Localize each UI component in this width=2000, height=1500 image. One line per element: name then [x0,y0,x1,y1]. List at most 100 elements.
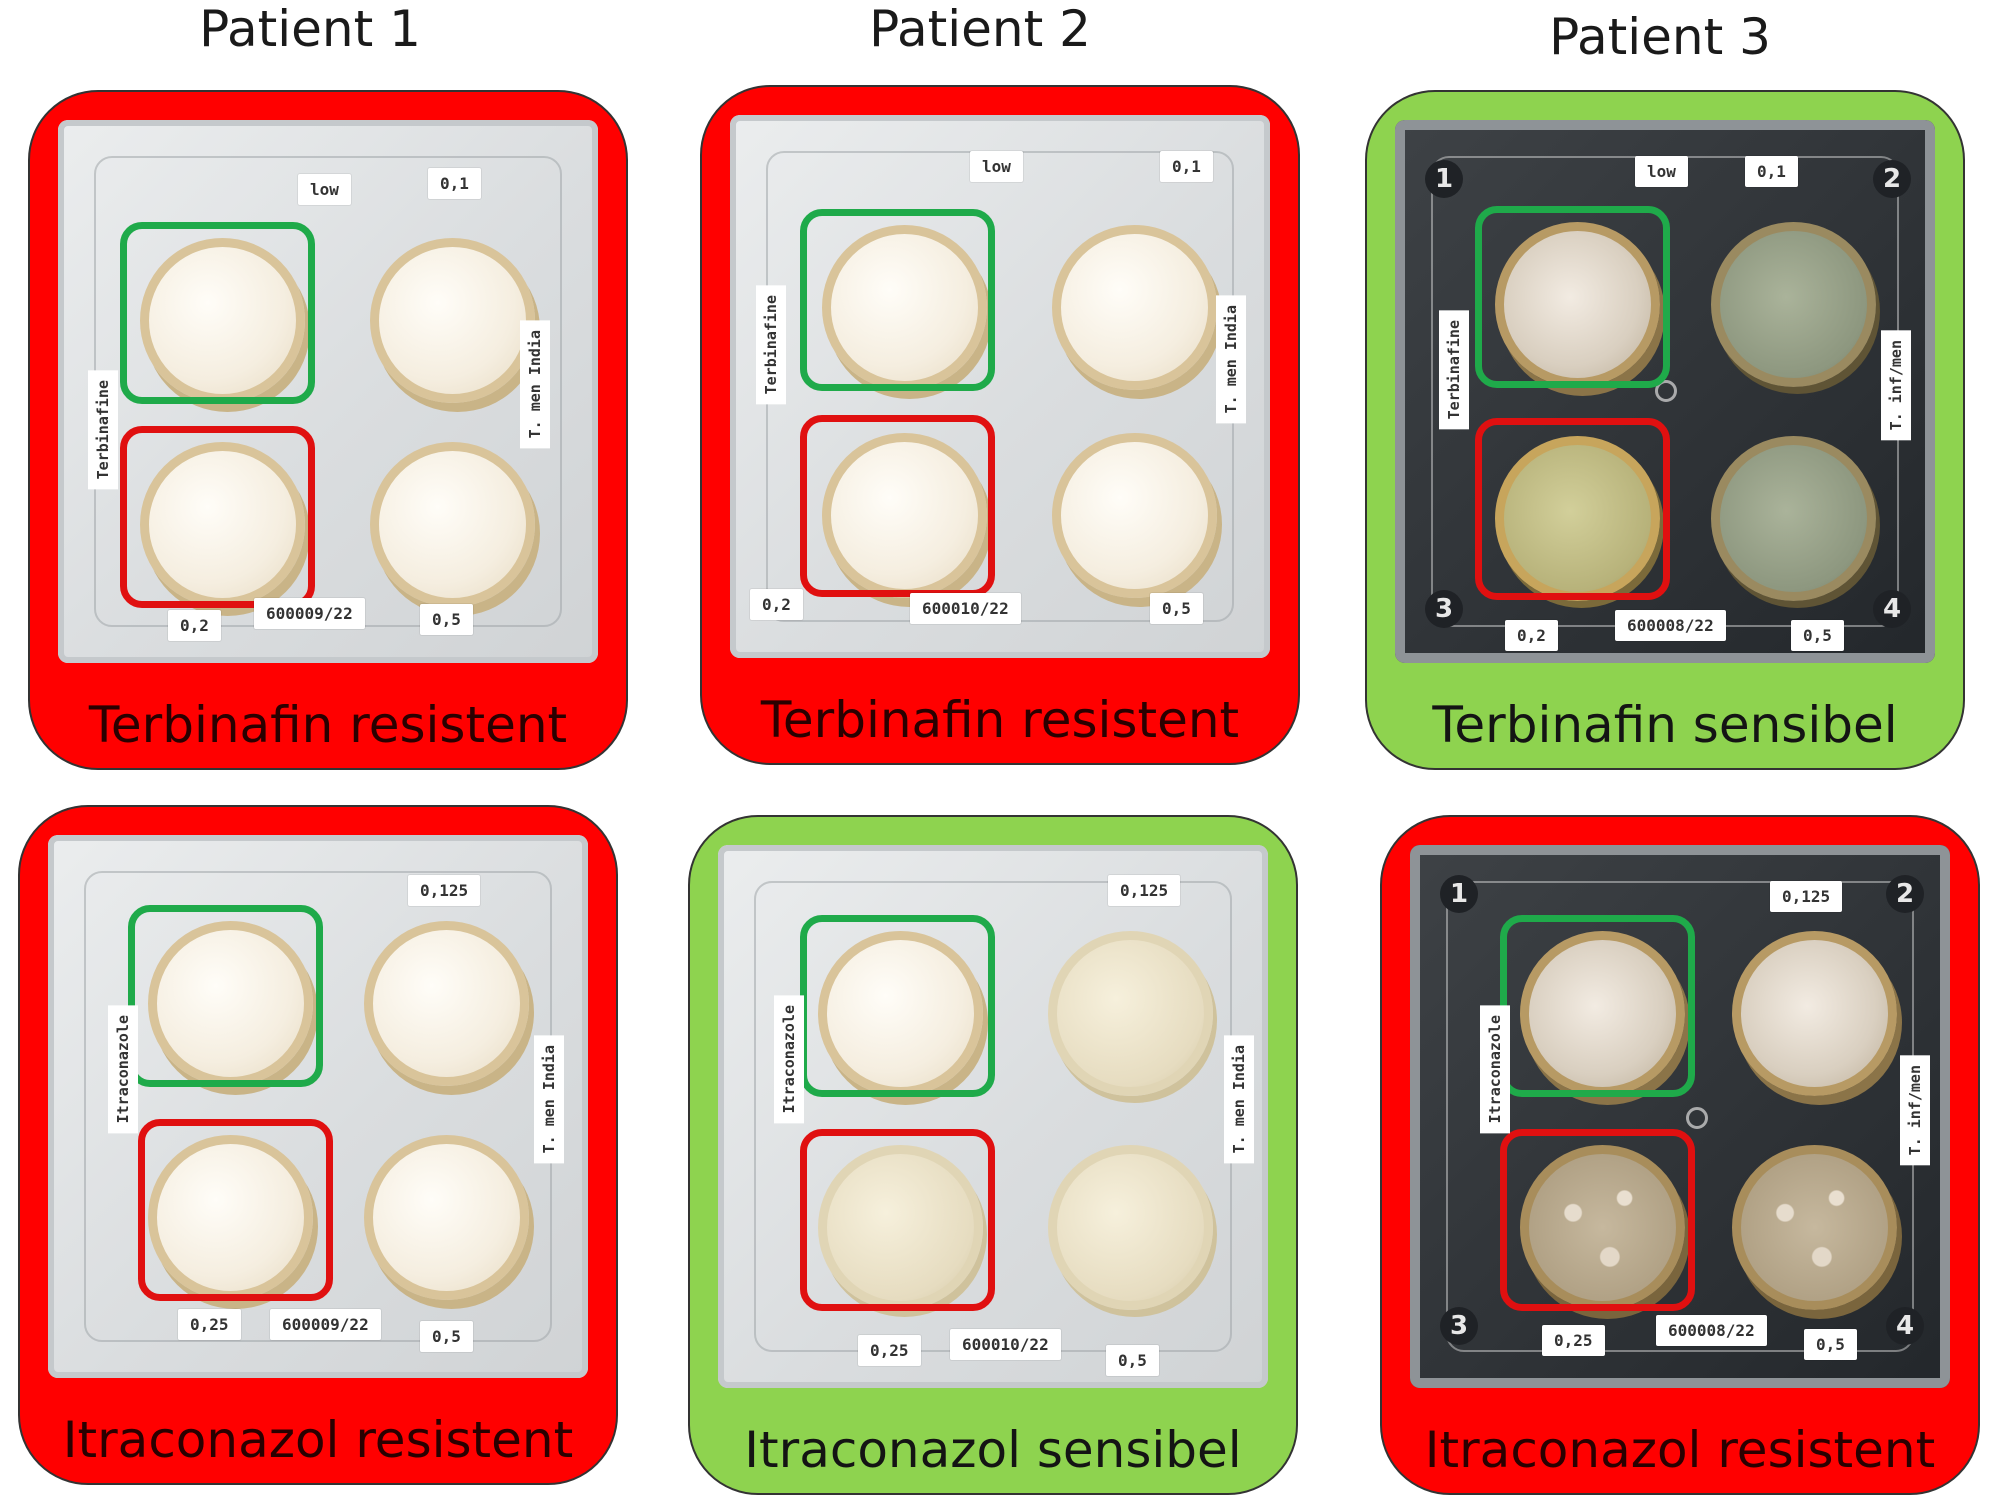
label-drug-name: Terbinafine [756,285,786,405]
label-sample-id: 600008/22 [1615,610,1726,641]
well-bottom-left [822,433,987,598]
highlight-box-red [138,1119,333,1301]
well-bottom-right [1732,1145,1897,1310]
well-top-right [370,238,535,403]
label-species: T. men India [520,320,550,449]
label-drug-name: Itraconazole [1480,1005,1510,1134]
well-bottom-left [140,442,305,607]
label-0-5: 0,5 [420,1321,473,1352]
highlight-box-red [1500,1129,1695,1311]
label-sample-id: 600009/22 [270,1309,381,1340]
well-bottom-right [370,442,535,607]
highlight-box-red [800,415,995,597]
well-plate-photo: 0,125 0,25 600009/22 0,5 Itraconazole T.… [48,835,588,1378]
panel-patient1-terbinafin: low 0,1 0,2 600009/22 0,5 Terbinafine T.… [28,90,628,770]
well-bottom-right [1052,433,1217,598]
label-0-25: 0,25 [858,1335,921,1366]
panel-patient3-terbinafin: 1 2 3 4 low 0,1 0,2 600008/22 0,5 Terbin… [1365,90,1965,770]
label-0-1: 0,1 [1745,156,1798,187]
label-0-2: 0,2 [168,610,221,641]
label-drug-name: Terbinafine [88,370,118,490]
well-number-4: 4 [1873,590,1911,628]
label-0-5: 0,5 [420,604,473,635]
well-number-3: 3 [1440,1307,1478,1345]
label-0-125: 0,125 [1108,875,1181,906]
well-top-right [1052,225,1217,390]
well-top-right [1732,931,1897,1096]
label-0-2: 0,2 [750,589,803,620]
label-species: T. inf/men [1900,1055,1930,1166]
well-top-left [818,931,983,1096]
highlight-box-green [128,905,323,1087]
label-sample-id: 600010/22 [910,593,1021,624]
column-title-patient-3: Patient 3 [1549,8,1771,66]
label-low: low [1635,156,1688,187]
label-0-5: 0,5 [1791,620,1844,651]
label-0-1: 0,1 [428,168,481,199]
well-bottom-right [364,1135,529,1300]
highlight-box-green [800,915,995,1097]
label-0-25: 0,25 [1542,1325,1605,1356]
result-text: Itraconazol resistent [1424,1421,1936,1479]
result-text: Terbinafin resistent [88,696,568,754]
column-title-patient-1: Patient 1 [199,0,421,58]
well-top-right [1048,931,1213,1096]
highlight-box-red [1475,418,1670,600]
panel-patient1-itraconazol: 0,125 0,25 600009/22 0,5 Itraconazole T.… [18,805,618,1485]
well-plate-photo: 1 2 3 4 0,125 0,25 600008/22 0,5 Itracon… [1410,845,1950,1388]
well-bottom-left [1520,1145,1685,1310]
well-bottom-right [1711,436,1876,601]
highlight-box-green [120,222,315,404]
panel-patient2-itraconazol: 0,125 0,25 600010/22 0,5 Itraconazole T.… [688,815,1298,1495]
label-drug-name: Itraconazole [108,1005,138,1134]
label-0-2: 0,2 [1505,620,1558,651]
label-low: low [298,174,351,205]
well-top-left [148,921,313,1086]
plate-center-mark [1686,1107,1708,1129]
label-0-125: 0,125 [1770,881,1843,912]
result-text: Terbinafin resistent [760,691,1240,749]
label-species: T. men India [534,1035,564,1164]
panel-patient2-terbinafin: low 0,1 0,2 600010/22 0,5 Terbinafine T.… [700,85,1300,765]
label-drug-name: Terbinafine [1439,310,1469,430]
label-0-5: 0,5 [1150,593,1203,624]
label-0-125: 0,125 [408,875,481,906]
label-0-5: 0,5 [1804,1329,1857,1360]
highlight-box-red [800,1129,995,1311]
well-top-right [364,921,529,1086]
well-number-1: 1 [1425,160,1463,198]
well-plate-photo: 1 2 3 4 low 0,1 0,2 600008/22 0,5 Terbin… [1395,120,1935,663]
well-top-left [140,238,305,403]
well-number-2: 2 [1873,160,1911,198]
label-0-5: 0,5 [1106,1345,1159,1376]
well-plate-photo: low 0,1 0,2 600009/22 0,5 Terbinafine T.… [58,120,598,663]
well-number-2: 2 [1886,875,1924,913]
well-number-4: 4 [1886,1307,1924,1345]
highlight-box-green [800,209,995,391]
well-number-3: 3 [1425,590,1463,628]
label-species: T. inf/men [1881,330,1911,441]
label-species: T. men India [1216,295,1246,424]
well-top-right [1711,222,1876,387]
label-sample-id: 600010/22 [950,1329,1061,1360]
well-number-1: 1 [1440,875,1478,913]
plate-center-mark [1655,380,1677,402]
label-0-25: 0,25 [178,1309,241,1340]
label-0-1: 0,1 [1160,151,1213,182]
well-bottom-right [1048,1145,1213,1310]
column-title-patient-2: Patient 2 [869,0,1091,58]
label-low: low [970,151,1023,182]
result-text: Itraconazol sensibel [744,1421,1242,1479]
label-sample-id: 600009/22 [254,598,365,629]
highlight-box-red [120,426,315,608]
well-top-left [1520,931,1685,1096]
label-drug-name: Itraconazole [774,995,804,1124]
panel-patient3-itraconazol: 1 2 3 4 0,125 0,25 600008/22 0,5 Itracon… [1380,815,1980,1495]
result-text: Terbinafin sensibel [1432,696,1898,754]
well-plate-photo: low 0,1 0,2 600010/22 0,5 Terbinafine T.… [730,115,1270,658]
label-species: T. men India [1224,1035,1254,1164]
well-plate-photo: 0,125 0,25 600010/22 0,5 Itraconazole T.… [718,845,1268,1388]
result-text: Itraconazol resistent [62,1411,574,1469]
highlight-box-green [1500,915,1695,1097]
highlight-box-green [1475,206,1670,388]
